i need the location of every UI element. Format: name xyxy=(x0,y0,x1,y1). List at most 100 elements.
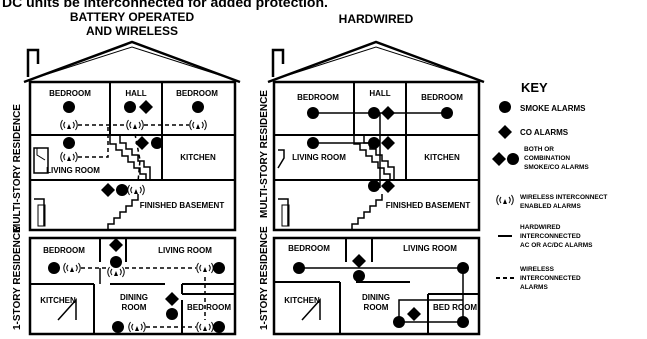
legend-co-label: CO ALARMS xyxy=(520,128,569,137)
smoke-alarm xyxy=(457,316,469,328)
smoke-alarm xyxy=(63,137,75,149)
right-multi-story-house xyxy=(267,40,485,232)
legend-combo-line-2: COMBINATION xyxy=(524,155,570,162)
co-alarm-icon xyxy=(492,152,506,166)
wireless-icon xyxy=(60,151,78,163)
smoke-alarm-icon xyxy=(507,153,519,165)
legend-hardwired-line-1: HARDWIRED xyxy=(520,224,561,231)
co-alarm xyxy=(352,254,366,268)
co-alarm xyxy=(109,238,123,252)
smoke-alarm xyxy=(213,321,225,333)
smoke-alarm-icon xyxy=(499,101,511,113)
left-one-story-alarms xyxy=(48,238,225,333)
smoke-alarm xyxy=(457,262,469,274)
room-label-bedroom: BEDROOM xyxy=(421,93,463,102)
legend-wireless-line-2: ENABLED ALARMS xyxy=(520,203,581,210)
co-alarm xyxy=(407,307,421,321)
co-alarm xyxy=(165,292,179,306)
legend-combo-line-3: SMOKE/CO ALARMS xyxy=(524,164,589,171)
legend-hardwired-line-2: INTERCONNECTED xyxy=(520,233,581,240)
wireless-link xyxy=(78,125,109,158)
smoke-alarm xyxy=(151,137,163,149)
smoke-alarm xyxy=(368,107,380,119)
room-label-dining: DINING xyxy=(120,293,148,302)
legend-wireless-lines-line-3: ALARMS xyxy=(520,284,548,291)
room-label-bedroom: BEDROOM xyxy=(288,244,330,253)
wireless-icon xyxy=(196,321,214,333)
right-one-story-label: 1-STORY RESIDENCE xyxy=(259,226,270,330)
room-label-living-room: LIVING ROOM xyxy=(403,244,457,253)
room-label-living-room: LIVING ROOM xyxy=(292,153,346,162)
right-multi-alarms xyxy=(307,106,453,193)
legend-wireless-lines-line-1: WIRELESS xyxy=(520,266,555,273)
smoke-alarm xyxy=(441,107,453,119)
room-label-dining: DINING xyxy=(362,293,390,302)
left-one-story-label: 1-STORY RESIDENCE xyxy=(12,226,23,330)
hardwired-link xyxy=(398,299,463,322)
smoke-alarm xyxy=(353,270,365,282)
smoke-alarm xyxy=(112,321,124,333)
right-one-story-house xyxy=(272,236,481,336)
room-label-kitchen: KITCHEN xyxy=(180,153,216,162)
room-label-living-room: LIVING ROOM xyxy=(158,246,212,255)
wireless-icon xyxy=(496,194,514,206)
room-label-bed-room: BED ROOM xyxy=(433,303,477,312)
smoke-alarm xyxy=(110,256,122,268)
smoke-alarm xyxy=(368,180,380,192)
legend-smoke-label: SMOKE ALARMS xyxy=(520,104,586,113)
room-label-bed-room: BED ROOM xyxy=(187,303,231,312)
left-multi-story-label: MULTI-STORY RESIDENCE xyxy=(12,104,23,232)
room-label-finished-basement: FINISHED BASEMENT xyxy=(386,201,471,210)
co-alarm xyxy=(135,136,149,150)
smoke-alarm xyxy=(63,101,75,113)
smoke-alarm xyxy=(393,316,405,328)
room-label-bedroom: BEDROOM xyxy=(176,89,218,98)
room-label-bedroom: BEDROOM xyxy=(43,246,85,255)
left-title-line-2: AND WIRELESS xyxy=(86,24,178,38)
legend-wireless-line-1: WIRELESS INTERCONNECT xyxy=(520,194,607,201)
co-alarm xyxy=(101,183,115,197)
smoke-alarm xyxy=(307,137,319,149)
wireless-link xyxy=(134,133,141,183)
wireless-icon xyxy=(126,119,144,131)
left-multi-alarms xyxy=(60,100,207,197)
co-alarm xyxy=(139,100,153,114)
wireless-icon xyxy=(128,321,146,333)
room-label-kitchen: KITCHEN xyxy=(424,153,460,162)
smoke-alarm xyxy=(307,107,319,119)
wireless-icon xyxy=(127,184,145,196)
smoke-alarm xyxy=(368,137,380,149)
smoke-alarm xyxy=(166,308,178,320)
right-title: HARDWIRED xyxy=(339,12,414,26)
right-multi-story-label: MULTI-STORY RESIDENCE xyxy=(259,90,270,218)
wireless-icon xyxy=(189,119,207,131)
co-alarm-icon xyxy=(498,125,512,139)
room-label-hall: HALL xyxy=(369,89,390,98)
left-title-line-1: BATTERY OPERATED xyxy=(70,10,195,24)
room-label-bedroom: BEDROOM xyxy=(297,93,339,102)
room-label-hall: HALL xyxy=(125,89,146,98)
left-one-story-house xyxy=(28,236,237,336)
wireless-icon xyxy=(196,262,214,274)
smoke-alarm xyxy=(124,101,136,113)
room-label-kitchen: KITCHEN xyxy=(40,296,76,305)
room-label-finished-basement: FINISHED BASEMENT xyxy=(140,201,225,210)
smoke-alarm xyxy=(213,262,225,274)
legend-title: KEY xyxy=(521,80,548,95)
smoke-alarm xyxy=(116,184,128,196)
wireless-icon xyxy=(60,119,78,131)
smoke-alarm xyxy=(192,101,204,113)
room-label-bedroom: BEDROOM xyxy=(49,89,91,98)
wireless-icon xyxy=(107,266,125,278)
co-alarm xyxy=(381,136,395,150)
wireless-icon xyxy=(63,262,81,274)
smoke-alarm xyxy=(48,262,60,274)
legend-hardwired-line-3: AC OR AC/DC ALARMS xyxy=(520,242,593,249)
cut-off-header-line: DC units be interconnected for added pro… xyxy=(2,0,328,10)
legend-combo-line-1: BOTH OR xyxy=(524,146,554,153)
smoke-alarm xyxy=(293,262,305,274)
left-multi-story-house xyxy=(23,40,241,232)
legend-wireless-lines-line-2: INTERCONNECTED xyxy=(520,275,581,282)
legend: KEY SMOKE ALARMS CO ALARMS BOTH OR COMBI… xyxy=(492,80,607,291)
